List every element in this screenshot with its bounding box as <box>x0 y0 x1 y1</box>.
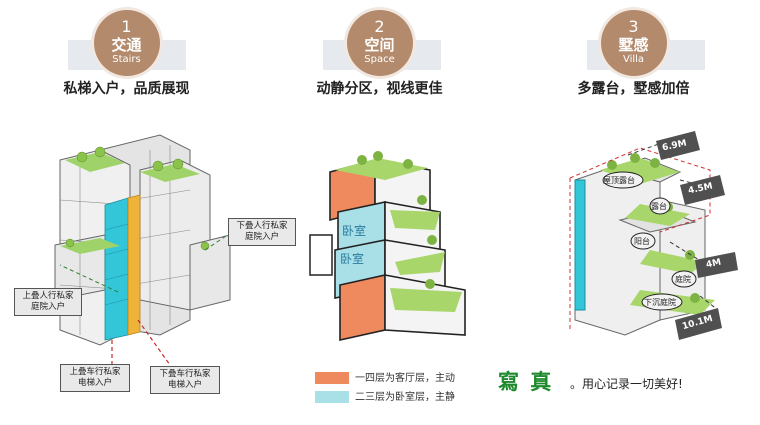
badge-title: 空间 <box>364 36 395 54</box>
headline: 动静分区，视线更佳 <box>316 81 443 97</box>
dim-tag-bottom <box>675 308 722 340</box>
badge-title: 墅感 <box>618 36 649 54</box>
callout-lower-pedestrian: 下叠人行私家 庭院入户 <box>228 218 296 246</box>
room-label-bedroom-lower: 卧室 <box>340 252 365 266</box>
headline: 多露台，墅感加倍 <box>577 81 690 97</box>
column-space: 2 空间 Space 动静分区，视线更佳 <box>253 0 506 425</box>
badge-title: 交通 <box>111 36 142 54</box>
badge-subtitle: Space <box>364 54 395 65</box>
badge-stairs: 1 交通 Stairs <box>93 10 160 76</box>
badge-space: 2 空间 Space <box>346 10 413 76</box>
villa-stair-core <box>574 179 586 311</box>
badge-number: 2 <box>374 17 385 36</box>
callout-lower-elevator: 下叠车行私家 电梯入户 <box>150 366 220 394</box>
watermark-tagline: 。用心记录一切美好! <box>570 377 683 391</box>
badge-number: 1 <box>121 17 132 36</box>
roof-terrace <box>600 158 680 184</box>
room-label-bedroom-upper: 卧室 <box>342 224 367 238</box>
dim-tag-mid <box>680 175 725 205</box>
badge-subtitle: Stairs <box>112 54 141 65</box>
villa-block-main <box>574 167 661 336</box>
legend-swatch-bedroom <box>315 391 349 403</box>
callout-upper-elevator: 上叠车行私家 电梯入户 <box>60 364 130 392</box>
label-courtyard: 庭院 <box>675 275 691 284</box>
watermark-brand: 寫 真 <box>498 369 554 394</box>
callout-upper-pedestrian: 上叠人行私家 庭院入户 <box>14 288 82 316</box>
block-wing-right <box>189 234 231 311</box>
dim-tag-low <box>695 252 738 278</box>
legend-bedroom: 二三层为卧室层，主静 <box>315 388 455 403</box>
dim-tag-top <box>656 131 700 160</box>
badge-number: 3 <box>628 17 639 36</box>
column-villa: 3 墅感 Villa 多露台，墅感加倍 <box>507 0 760 425</box>
label-balcony: 阳台 <box>634 237 650 246</box>
legend-living: 一四层为客厅层，主动 <box>315 369 455 384</box>
label-roof-terrace: 屋顶露台 <box>603 176 635 185</box>
stair-core-yellow <box>127 194 141 336</box>
legend-text-bedroom: 二三层为卧室层，主静 <box>355 392 455 403</box>
label-sunken-courtyard: 下沉庭院 <box>644 298 676 307</box>
badge-villa: 3 墅感 Villa <box>600 10 667 76</box>
badge-subtitle: Villa <box>622 54 645 65</box>
headline: 私梯入户，品质展现 <box>63 81 190 97</box>
column-stairs: 1 交通 Stairs 私梯入户，品质展现 <box>0 0 253 425</box>
legend-swatch-living <box>315 372 349 384</box>
label-terrace: 露台 <box>651 202 667 211</box>
legend-text-living: 一四层为客厅层，主动 <box>355 373 455 384</box>
trees <box>65 146 210 251</box>
